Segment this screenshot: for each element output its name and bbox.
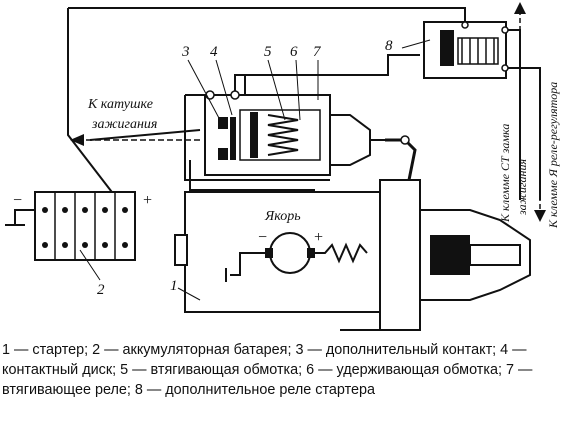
wiring — [67, 7, 541, 331]
label-3: 3 — [181, 44, 190, 60]
starter — [174, 179, 531, 331]
label-6: 6 — [290, 44, 298, 60]
ya-label: К клемме Я реле-регулятора — [546, 82, 560, 229]
st-label-line2: зажигания — [515, 159, 529, 216]
battery-minus: − — [12, 192, 23, 209]
ignition-coil-arrow — [70, 134, 200, 146]
label-8: 8 — [385, 38, 393, 54]
label-2: 2 — [97, 282, 105, 298]
traction-relay — [204, 94, 417, 301]
battery — [5, 191, 136, 261]
label-1: 1 — [170, 278, 178, 294]
coil-label-line2: зажигания — [91, 117, 157, 132]
figure-caption: 1 — стартер; 2 — аккумуляторная батарея;… — [2, 342, 533, 398]
label-4: 4 — [210, 44, 218, 60]
plus-sign: + — [313, 229, 324, 246]
right-arrows — [514, 2, 546, 222]
battery-plus: + — [142, 192, 153, 209]
anchor-label: Якорь — [264, 209, 301, 224]
contacts — [205, 90, 240, 160]
label-5: 5 — [264, 44, 272, 60]
minus-sign: − — [257, 229, 268, 246]
schematic: 3 4 5 6 7 8 2 1 К катушке зажигания Якор… — [5, 2, 560, 331]
additional-relay — [423, 21, 509, 79]
st-label-line1: К клемме СТ замка — [498, 124, 512, 223]
coil-label-line1: К катушке — [87, 97, 153, 112]
label-7: 7 — [313, 44, 322, 60]
leaders — [79, 39, 431, 301]
